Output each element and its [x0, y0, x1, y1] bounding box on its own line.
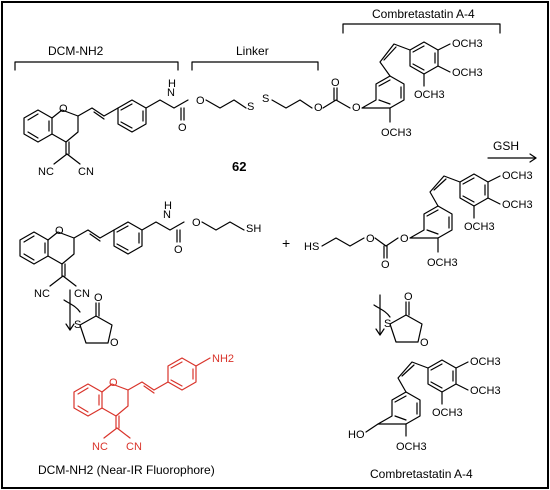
svg-text:N: N [167, 87, 175, 99]
svg-text:O: O [366, 233, 375, 245]
svg-text:N: N [163, 209, 171, 221]
label-combretastatin-top: Combretastatin A-4 [372, 7, 475, 21]
svg-text:O: O [331, 77, 340, 89]
svg-text:S: S [384, 318, 391, 330]
svg-text:OCH3: OCH3 [414, 89, 445, 101]
intermediate-dcm-thiol: O NC CN N H O O SH [19, 200, 261, 300]
caption-combretastatin: Combretastatin A-4 [370, 467, 473, 481]
compound-number: 62 [232, 159, 246, 174]
svg-text:O: O [404, 291, 413, 303]
product-dcm-nh2: O NC CN NH2 [73, 353, 234, 453]
product-combretastatin: HO OCH3 OCH3 OCH3 OCH3 [348, 356, 501, 453]
svg-text:O: O [110, 337, 119, 349]
svg-text:OCH3: OCH3 [502, 199, 533, 211]
svg-text:OCH3: OCH3 [396, 441, 427, 453]
svg-text:O: O [352, 102, 361, 114]
cyclization-arrow-left: S O O [63, 289, 119, 349]
plus-sign: + [282, 235, 290, 251]
svg-text:OCH3: OCH3 [381, 127, 412, 139]
svg-text:SH: SH [246, 223, 261, 235]
svg-text:NC: NC [34, 288, 50, 300]
caption-fluorophore: DCM-NH2 (Near-IR Fluorophore) [38, 463, 215, 477]
svg-text:O: O [196, 95, 205, 107]
svg-text:O: O [400, 233, 409, 245]
label-dcm-nh2: DCM-NH2 [48, 44, 104, 58]
svg-text:OCH3: OCH3 [427, 257, 458, 269]
bracket-dcm: DCM-NH2 [14, 44, 179, 71]
svg-text:O: O [178, 122, 187, 134]
svg-text:O: O [314, 102, 323, 114]
svg-text:O: O [192, 217, 201, 229]
label-linker: Linker [236, 44, 269, 58]
cyclization-arrow-right: S O O [373, 291, 429, 349]
svg-text:CN: CN [126, 441, 142, 453]
svg-text:OCH3: OCH3 [502, 170, 533, 182]
svg-text:OCH3: OCH3 [432, 407, 463, 419]
svg-text:HO: HO [348, 429, 365, 441]
svg-text:OCH3: OCH3 [470, 356, 501, 368]
svg-text:O: O [381, 259, 390, 271]
svg-text:O: O [55, 225, 64, 237]
svg-text:O: O [174, 244, 183, 256]
svg-text:NH2: NH2 [212, 353, 234, 365]
svg-text:O: O [420, 337, 429, 349]
svg-text:S: S [247, 101, 254, 113]
svg-text:O: O [59, 103, 68, 115]
svg-text:OCH3: OCH3 [470, 385, 501, 397]
svg-text:OCH3: OCH3 [452, 38, 483, 50]
svg-text:S: S [74, 319, 81, 331]
svg-text:CN: CN [78, 166, 94, 178]
svg-text:NC: NC [38, 166, 54, 178]
svg-text:CN: CN [74, 288, 90, 300]
svg-text:H: H [168, 78, 176, 90]
svg-text:S: S [262, 93, 269, 105]
compound-62: O NC CN N H O O S S O O O OCH3 [23, 38, 483, 178]
svg-text:HS: HS [304, 241, 319, 253]
svg-text:NC: NC [92, 441, 108, 453]
intermediate-drug-thiol: HS O O O OCH3 OCH3 OCH3 OCH3 [304, 170, 533, 271]
svg-text:GSH: GSH [493, 139, 519, 153]
bracket-combretastatin: Combretastatin A-4 [342, 7, 501, 34]
gsh-arrow: GSH [487, 139, 537, 163]
bracket-linker: Linker [191, 44, 319, 71]
svg-text:O: O [94, 292, 103, 304]
svg-text:H: H [164, 200, 172, 212]
svg-text:OCH3: OCH3 [452, 67, 483, 79]
svg-text:OCH3: OCH3 [464, 221, 495, 233]
svg-text:O: O [109, 377, 118, 389]
